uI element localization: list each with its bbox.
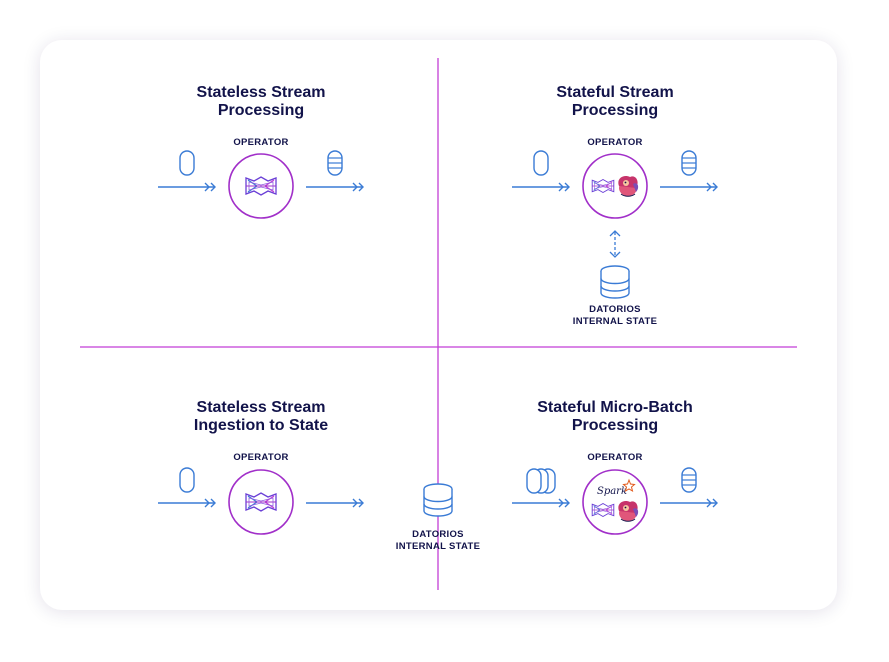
input-arrow-icon <box>511 182 570 192</box>
output-arrow-icon <box>659 182 718 192</box>
bidirectional-arrow-icon <box>609 230 621 258</box>
quadrant-title-line2: Processing <box>218 102 304 119</box>
striped-record-icon <box>327 150 343 176</box>
quadrant-title-line2: Processing <box>572 417 658 434</box>
output-arrow-icon <box>659 498 718 508</box>
output-arrow-icon <box>305 182 364 192</box>
operator-label: OPERATOR <box>233 452 288 463</box>
quadrant-stateful-micro-batch-processing: Stateful Micro-Batch Processing OPERATOR… <box>511 399 718 535</box>
operator-label: OPERATOR <box>587 452 642 463</box>
state-label-line2: INTERNAL STATE <box>573 316 657 327</box>
quadrant-title-line2: Processing <box>572 102 658 119</box>
database-icon <box>600 265 630 299</box>
quadrant-stateful-stream-processing: Stateful Stream Processing OPERATOR DATO… <box>511 84 718 327</box>
single-record-icon <box>533 150 549 176</box>
spark-label: Spark <box>597 486 627 497</box>
input-arrow-icon <box>511 498 570 508</box>
state-label-line1: DATORIOS <box>589 304 641 315</box>
quadrant-title-line1: Stateful Micro-Batch <box>537 399 693 416</box>
operator-label: OPERATOR <box>233 137 288 148</box>
single-record-icon <box>179 150 195 176</box>
stacked-records-icon <box>526 468 556 494</box>
quadrant-title-line2: Ingestion to State <box>194 417 328 434</box>
single-record-icon <box>179 467 195 493</box>
striped-record-icon <box>681 467 697 493</box>
quadrant-title-line1: Stateless Stream <box>197 399 326 416</box>
operator-label: OPERATOR <box>587 137 642 148</box>
input-arrow-icon <box>157 498 216 508</box>
quadrant-title-line1: Stateful Stream <box>556 84 673 101</box>
spark-logo-icon: Spark <box>597 478 636 497</box>
database-icon <box>423 483 453 517</box>
quadrant-stateless-ingestion-to-state: Stateless Stream Ingestion to State OPER… <box>157 399 364 535</box>
shared-internal-state: DATORIOS INTERNAL STATE <box>396 483 480 552</box>
operator-circle <box>582 153 648 219</box>
quadrant-title-line1: Stateless Stream <box>197 84 326 101</box>
output-arrow-icon <box>305 498 364 508</box>
operator-circle <box>582 469 648 535</box>
quadrant-stateless-stream-processing: Stateless Stream Processing OPERATOR <box>157 84 364 219</box>
state-label-line2: INTERNAL STATE <box>396 541 480 552</box>
input-arrow-icon <box>157 182 216 192</box>
state-label-line1: DATORIOS <box>412 529 464 540</box>
striped-record-icon <box>681 150 697 176</box>
